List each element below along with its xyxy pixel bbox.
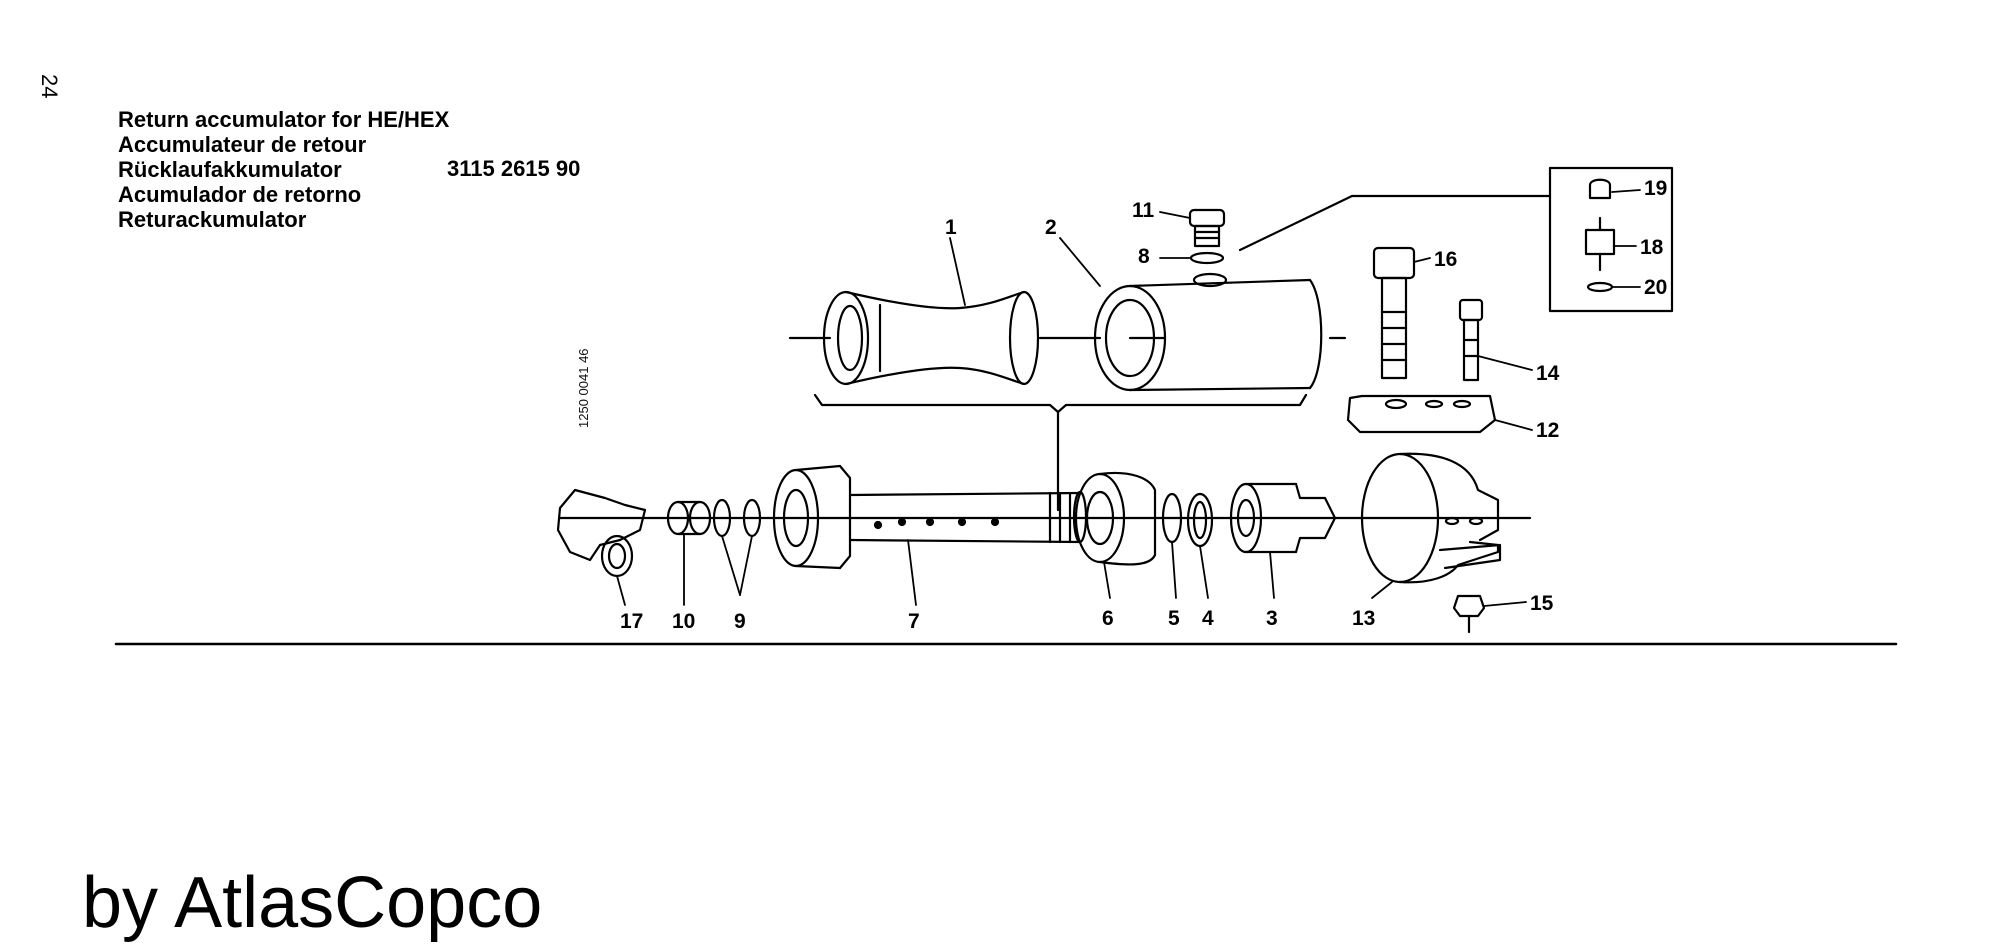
callout-1: 1 [945,216,957,239]
part-3-adapter [1229,482,1337,554]
part-16-bolt [1372,246,1416,380]
callout-4: 4 [1202,607,1214,630]
callout-19: 19 [1644,177,1667,200]
assembly-bracket [813,393,1308,414]
part-17-elbow [556,488,647,578]
callout-20: 20 [1644,276,1667,299]
callout-5: 5 [1168,607,1180,630]
callout-13: 13 [1352,607,1375,630]
callouts: 1 2 3 4 5 6 7 8 9 10 11 12 13 14 15 16 1… [620,177,1667,633]
callout-16: 16 [1434,248,1457,271]
footer-brand: by AtlasCopco [82,863,543,943]
callout-18: 18 [1640,236,1664,259]
part-13-clamp [1360,452,1502,584]
title-german: Rücklaufakkumulator [118,157,342,182]
part-10-bushing [666,500,712,536]
callout-2: 2 [1045,216,1057,239]
callout-7: 7 [908,610,920,633]
callout-15: 15 [1530,592,1554,615]
callout-8: 8 [1138,245,1150,268]
title-french: Accumulateur de retour [118,132,367,157]
part-15-nut [1452,594,1486,634]
callout-12: 12 [1536,419,1559,442]
part-8-washer [1189,251,1225,265]
detail-box [1238,166,1674,313]
callout-9: 9 [734,610,746,633]
title-swedish: Returackumulator [118,207,307,232]
part-4-ring-inner [1192,500,1208,540]
part-2-cylinder [1093,272,1323,392]
callout-10: 10 [672,610,695,633]
part-number: 3115 2615 90 [447,156,581,181]
callout-17: 17 [620,610,643,633]
part-11-plug [1188,208,1226,248]
leader-lines [616,189,1641,607]
part-12-clamp-plate [1346,394,1497,434]
part-7-tube [772,464,1088,570]
part-1-insert [822,290,1040,386]
part-14-bolt [1458,298,1484,382]
callout-3: 3 [1266,607,1278,630]
title-block: Return accumulator for HE/HEX Accumulate… [118,107,449,232]
callout-6: 6 [1102,607,1114,630]
title-spanish: Acumulador de retorno [118,182,362,207]
callout-14: 14 [1536,362,1560,385]
callout-11: 11 [1132,199,1155,222]
part-6-nut [1074,471,1157,566]
title-english: Return accumulator for HE/HEX [118,107,450,132]
